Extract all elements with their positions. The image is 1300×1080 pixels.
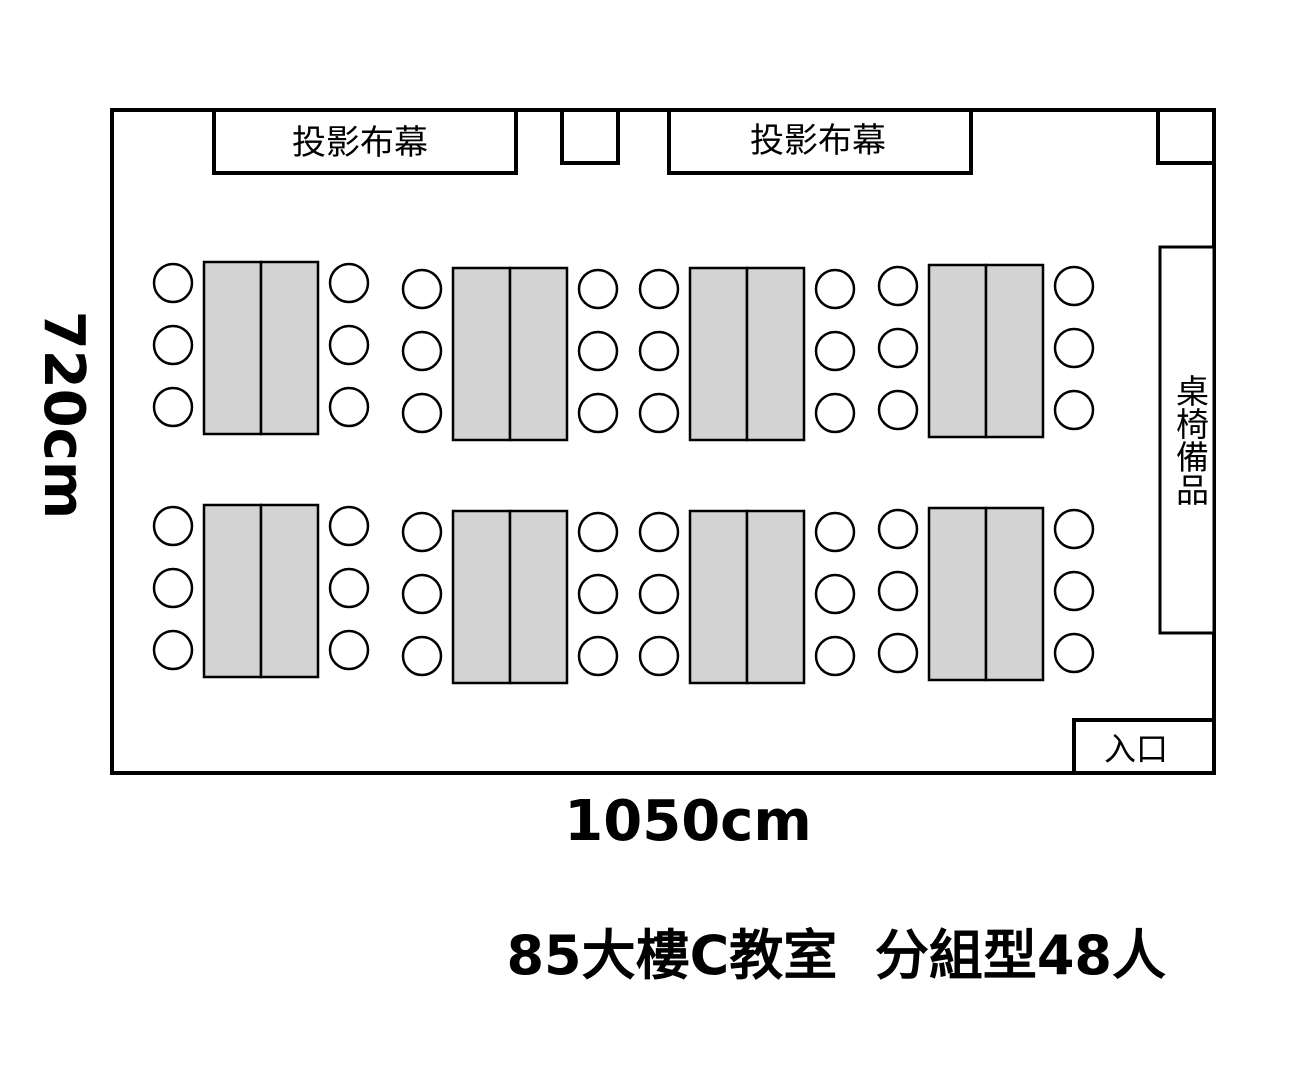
furniture-storage-label: 桌椅備品 (1171, 374, 1210, 506)
chair (152, 324, 194, 366)
chair (401, 635, 443, 677)
table (259, 503, 320, 679)
chair (1053, 632, 1095, 674)
chair (1053, 265, 1095, 307)
table (927, 263, 988, 439)
entrance (1072, 718, 1216, 775)
projection-screen-right-label: 投影布幕 (750, 121, 886, 161)
chair (877, 508, 919, 550)
chair (328, 386, 370, 428)
chair (328, 567, 370, 609)
table (508, 266, 569, 442)
chair (401, 573, 443, 615)
chair (328, 262, 370, 304)
chair (577, 330, 619, 372)
table-group-7 (638, 509, 856, 685)
chair (1053, 389, 1095, 431)
chair (814, 573, 856, 615)
chair (577, 573, 619, 615)
table (927, 506, 988, 682)
table (202, 503, 263, 679)
chair (638, 511, 680, 553)
seating-area (152, 260, 1095, 685)
table (745, 509, 806, 685)
table (451, 266, 512, 442)
chair (638, 330, 680, 372)
chair (152, 262, 194, 304)
chair (814, 330, 856, 372)
chair (814, 392, 856, 434)
diagram-title: 85大樓C教室 分組型48人 (506, 924, 1166, 987)
table-group-2 (401, 266, 619, 442)
chair (401, 392, 443, 434)
chair (877, 632, 919, 674)
corner-box (1156, 108, 1216, 165)
chair (638, 392, 680, 434)
projection-screen-right (667, 108, 973, 175)
chair (638, 268, 680, 310)
table (451, 509, 512, 685)
table-group-3 (638, 266, 856, 442)
table (688, 509, 749, 685)
chair (814, 268, 856, 310)
chair (577, 635, 619, 677)
table-group-1 (152, 260, 370, 436)
chair (638, 573, 680, 615)
table-group-8 (877, 506, 1095, 682)
chair (1053, 508, 1095, 550)
chair (328, 629, 370, 671)
chair (328, 505, 370, 547)
chair (638, 635, 680, 677)
chair (814, 511, 856, 553)
table (508, 509, 569, 685)
table (984, 506, 1045, 682)
chair (1053, 570, 1095, 612)
chair (877, 570, 919, 612)
entrance-label: 入口 (1104, 730, 1168, 768)
projection-screen-left-label: 投影布幕 (292, 123, 428, 163)
chair (877, 389, 919, 431)
table (202, 260, 263, 436)
chair (577, 392, 619, 434)
chair (401, 511, 443, 553)
width-dimension-label: 1050cm (564, 789, 811, 854)
table-group-4 (877, 263, 1095, 439)
chair (152, 629, 194, 671)
table (745, 266, 806, 442)
chair (877, 265, 919, 307)
chair (577, 268, 619, 310)
pillar-box (560, 108, 620, 165)
table-group-6 (401, 509, 619, 685)
chair (401, 330, 443, 372)
chair (328, 324, 370, 366)
table (688, 266, 749, 442)
chair (814, 635, 856, 677)
table (984, 263, 1045, 439)
chair (401, 268, 443, 310)
table-group-5 (152, 503, 370, 679)
chair (152, 567, 194, 609)
chair (1053, 327, 1095, 369)
projection-screen-left (212, 108, 518, 175)
furniture-storage (1158, 245, 1216, 635)
chair (152, 505, 194, 547)
chair (577, 511, 619, 553)
chair (152, 386, 194, 428)
table (259, 260, 320, 436)
height-dimension-label: 720cm (31, 311, 96, 519)
chair (877, 327, 919, 369)
